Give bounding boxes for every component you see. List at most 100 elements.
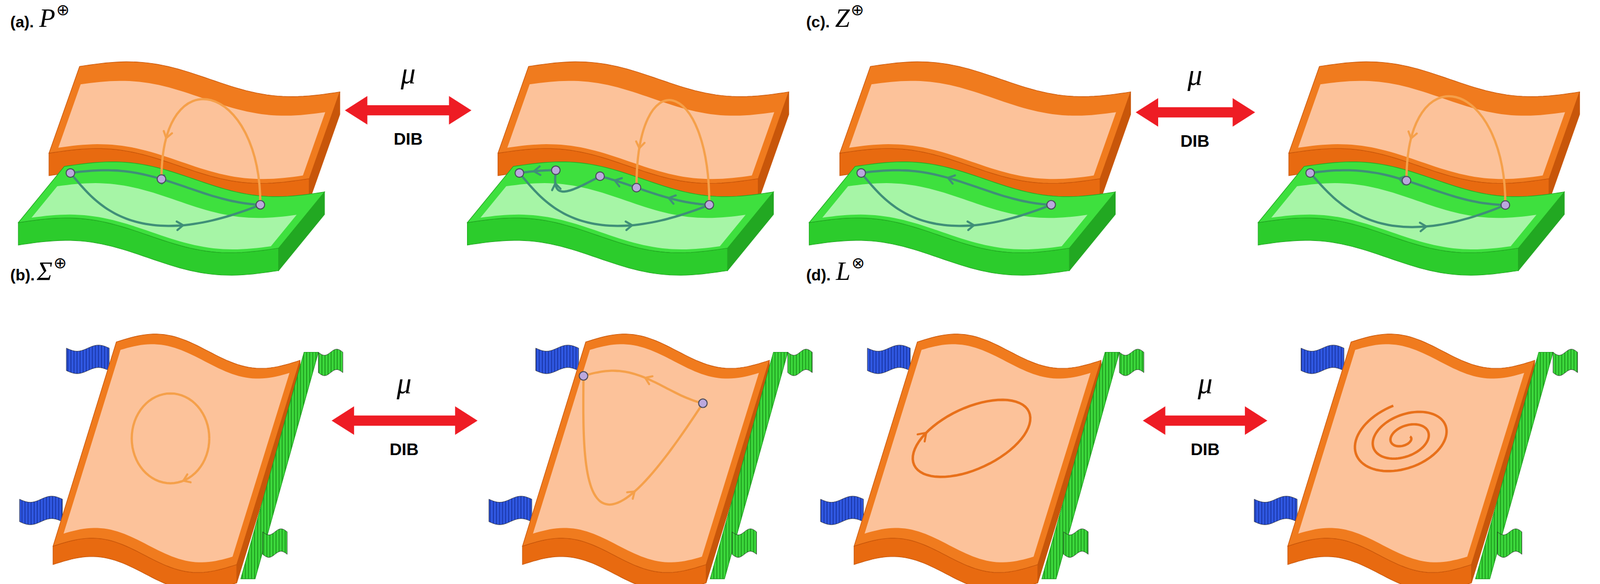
double-arrow — [331, 406, 478, 435]
green-orbit — [554, 170, 600, 192]
film-layer — [867, 345, 910, 374]
flow-arrowhead — [625, 220, 633, 230]
orange-orbit — [583, 370, 703, 404]
green-orbit — [861, 170, 1051, 206]
flow-arrowhead — [667, 193, 676, 204]
green-orbit — [861, 173, 1051, 227]
panel-label: (a). — [9, 14, 34, 30]
orange-orbit — [583, 375, 703, 505]
contact-dot — [632, 183, 641, 192]
flow-arrowhead — [161, 130, 172, 140]
contact-dot — [256, 200, 265, 209]
panel-label: (c). — [806, 14, 830, 30]
double-arrow — [1135, 97, 1255, 127]
green-orbit — [1310, 170, 1506, 206]
film-layer — [1301, 345, 1344, 374]
parameter-label: μ — [396, 368, 412, 398]
slab-top — [1287, 333, 1535, 573]
slab-top — [18, 161, 325, 253]
film-layer — [787, 349, 813, 376]
orange-spiral — [1354, 405, 1447, 471]
contact-dot — [551, 165, 561, 175]
film-layer — [1063, 528, 1089, 558]
arrow-label: DIB — [389, 440, 419, 458]
flow-arrowhead — [181, 474, 191, 485]
film-layer — [19, 495, 63, 525]
flow-arrowhead — [551, 182, 561, 190]
superscript: ⊕ — [850, 2, 864, 18]
superscript: ⊕ — [53, 255, 67, 271]
film-layer — [820, 495, 864, 525]
slab-top-inner — [480, 183, 746, 250]
orange-orbit — [912, 399, 1030, 477]
green-orbit — [636, 187, 710, 206]
parameter-label: μ — [1187, 59, 1203, 90]
green-orbit — [519, 173, 710, 227]
contact-dot — [1046, 200, 1056, 209]
contact-dot — [1501, 200, 1510, 209]
arrow-label: DIB — [1190, 440, 1220, 458]
symbol: Σ — [36, 257, 53, 285]
film-layer — [318, 349, 343, 376]
contact-dot — [698, 398, 707, 408]
slab-top — [854, 333, 1101, 573]
parameter-label: μ — [1197, 368, 1213, 398]
film-layer — [1497, 528, 1523, 558]
orange-orbit — [131, 393, 209, 484]
flow-arrowhead — [533, 166, 541, 176]
panel-label: (d). — [806, 267, 832, 283]
panel-label: (b). — [9, 267, 35, 283]
green-wall — [1475, 351, 1553, 579]
contact-dot — [579, 371, 588, 380]
slab-top — [1258, 161, 1565, 253]
slab-top-inner — [31, 183, 297, 250]
arrow-label: DIB — [393, 130, 423, 148]
flow-arrowhead — [946, 173, 956, 184]
contact-dot — [157, 174, 166, 184]
film-layer — [1254, 495, 1298, 525]
flow-arrowhead — [176, 220, 184, 230]
contact-dot — [704, 200, 714, 209]
superscript: ⊕ — [56, 2, 70, 18]
slab-top-inner — [1271, 183, 1537, 250]
contact-dot — [66, 168, 75, 178]
flow-arrowhead — [917, 429, 930, 442]
contact-dot — [595, 171, 605, 181]
flow-arrowhead — [967, 220, 975, 230]
film-layer — [1553, 349, 1578, 376]
film-layer — [66, 345, 109, 374]
parameter-label: μ — [400, 58, 416, 88]
flow-arrowhead — [643, 373, 653, 385]
flow-arrowhead — [1406, 131, 1417, 140]
film-layer — [535, 345, 579, 374]
green-orbit — [1310, 173, 1506, 228]
superscript: ⊗ — [851, 255, 865, 271]
flow-arrowhead — [1420, 221, 1427, 231]
flow-arrowhead — [634, 141, 645, 149]
contact-dot — [1305, 168, 1315, 178]
green-wall — [710, 351, 788, 579]
green-orbit — [600, 176, 637, 188]
flow-arrowhead — [613, 176, 622, 187]
film-layer — [1119, 349, 1144, 376]
symbol: L — [835, 257, 851, 285]
contact-dot — [1402, 176, 1411, 185]
symbol: P — [38, 4, 56, 32]
slab-top — [53, 333, 300, 573]
slab-top — [522, 333, 769, 573]
orange-orbit — [1406, 96, 1506, 206]
arrow-label: DIB — [1180, 132, 1210, 150]
green-wall — [1041, 351, 1120, 579]
contact-dot — [856, 168, 866, 178]
symbol: Z — [835, 4, 850, 32]
green-orbit — [70, 170, 261, 206]
film-layer — [262, 528, 288, 558]
green-wall — [240, 351, 319, 579]
film-layer — [489, 495, 532, 525]
film-layer — [732, 528, 757, 558]
slab-top — [467, 161, 774, 253]
double-arrow — [345, 96, 472, 125]
illustration-group — [18, 61, 1580, 584]
slab-top-inner — [822, 183, 1088, 250]
